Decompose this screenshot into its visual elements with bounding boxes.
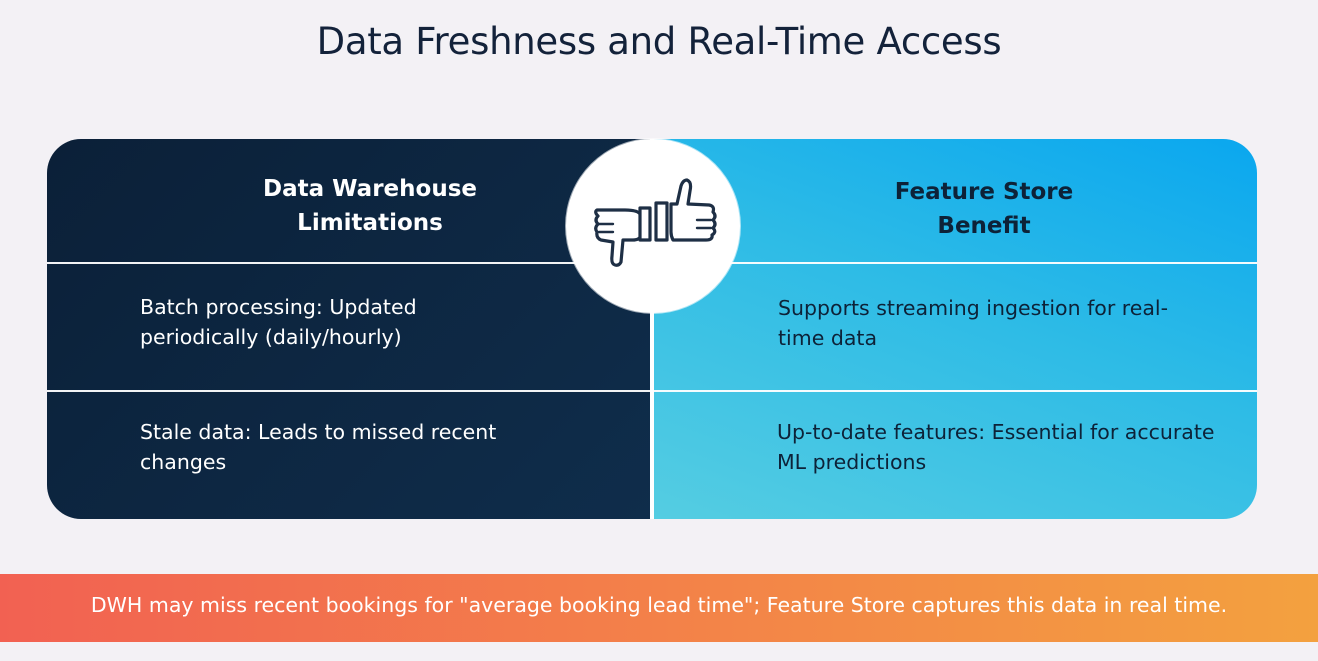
data-warehouse-header: Data Warehouse Limitations (47, 172, 693, 240)
data-warehouse-header-line1: Data Warehouse (263, 176, 477, 202)
summary-banner-text: DWH may miss recent bookings for "averag… (90, 593, 1228, 617)
feature-store-panel: Feature Store Benefit Supports streaming… (654, 139, 1257, 519)
data-warehouse-row-1-line1: Batch processing: Updated (140, 295, 417, 319)
feature-store-row-2-line1: Up-to-date features: Essential for accur… (777, 420, 1215, 444)
data-warehouse-panel: Data Warehouse Limitations Batch process… (47, 139, 650, 519)
comparison-badge (566, 139, 740, 313)
page-title: Data Freshness and Real-Time Access (316, 20, 1002, 63)
feature-store-row-2: Up-to-date features: Essential for accur… (777, 417, 1252, 477)
data-warehouse-header-line2: Limitations (297, 210, 443, 236)
feature-store-row-1-line1: Supports streaming ingestion for real- (778, 296, 1169, 320)
row-divider (47, 390, 1257, 392)
data-warehouse-row-2-line1: Stale data: Leads to missed recent (140, 420, 497, 444)
comparison-card: Data Warehouse Limitations Batch process… (47, 139, 1257, 519)
summary-banner: DWH may miss recent bookings for "averag… (0, 574, 1318, 642)
data-warehouse-row-1: Batch processing: Updated periodically (… (140, 292, 620, 352)
feature-store-header-line1: Feature Store (894, 179, 1074, 205)
feature-store-header: Feature Store Benefit (806, 175, 1162, 243)
data-warehouse-row-1-line2: periodically (daily/hourly) (140, 325, 402, 349)
panel-divider (650, 139, 654, 519)
feature-store-row-1: Supports streaming ingestion for real- t… (778, 293, 1248, 353)
feature-store-row-1-line2: time data (778, 326, 878, 350)
thumbs-down-thumbs-up-icon (594, 178, 717, 267)
feature-store-header-line2: Benefit (937, 213, 1031, 239)
data-warehouse-row-2-line2: changes (140, 450, 227, 474)
feature-store-row-2-line2: ML predictions (777, 450, 927, 474)
data-warehouse-row-2: Stale data: Leads to missed recent chang… (140, 417, 620, 477)
